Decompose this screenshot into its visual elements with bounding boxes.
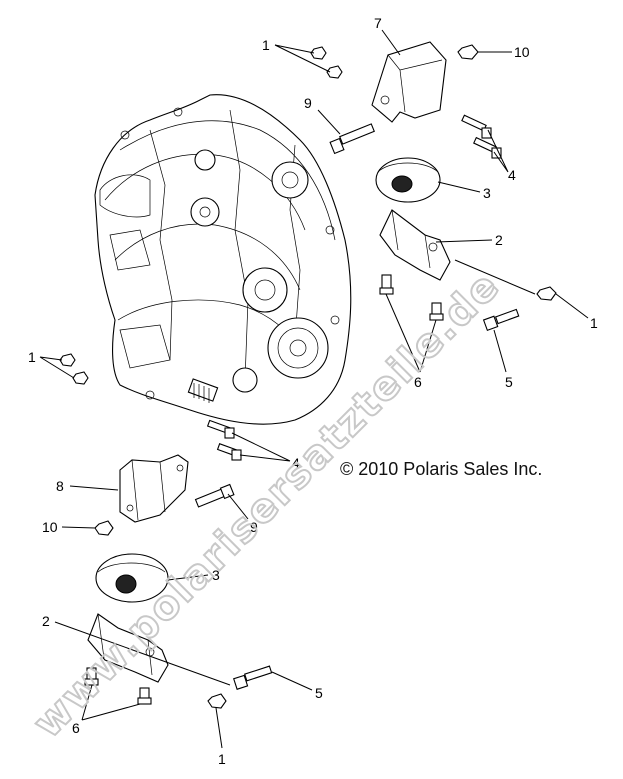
rubber-mount-3-lower [95,553,169,603]
callout-5-lower: 5 [315,685,323,701]
callout-9-lower: 9 [250,519,258,535]
callout-5-upper: 5 [505,374,513,390]
callout-3-upper: 3 [483,185,491,201]
nut-10-upper [457,44,479,60]
nut-1-lower [207,693,227,709]
callout-10-lower: 10 [42,519,58,535]
callout-1-upper: 1 [262,37,270,53]
callout-1-right: 1 [590,315,598,331]
bolt-5-lower [233,665,273,690]
rubber-mount-3-upper [375,157,441,203]
callout-4-lower: 4 [292,455,300,471]
callout-1-left: 1 [28,349,36,365]
callout-4-upper: 4 [508,167,516,183]
leader-lines [39,29,589,749]
callout-7: 7 [374,15,382,31]
nuts-1-left [59,353,89,385]
nut-10-lower [94,520,114,536]
callout-labels: 1 7 10 9 4 3 2 1 6 5 1 4 8 10 9 3 2 5 6 … [28,15,598,767]
callout-2-lower: 2 [42,613,50,629]
copyright-notice: © 2010 Polaris Sales Inc. [340,459,542,479]
bolts-4-upper [461,114,502,159]
callout-2-upper: 2 [495,232,503,248]
callout-9-upper: 9 [304,95,312,111]
bolt-9-upper [329,123,375,155]
bolts-4-lower [206,419,242,461]
callout-8: 8 [56,478,64,494]
bracket-8 [119,454,189,523]
bracket-2-upper [379,209,451,281]
nuts-1-upper [310,46,343,79]
callout-6-upper: 6 [414,374,422,390]
engine-assembly [94,94,352,425]
bracket-7 [371,41,447,123]
callout-6-lower: 6 [72,720,80,736]
callout-3-lower: 3 [212,567,220,583]
bolt-9-lower [194,483,235,508]
bolt-5-upper [482,308,520,332]
callout-1-lower: 1 [218,751,226,767]
bolts-6-lower [84,667,152,705]
callout-10-upper: 10 [514,44,530,60]
nut-1-right [536,286,557,301]
